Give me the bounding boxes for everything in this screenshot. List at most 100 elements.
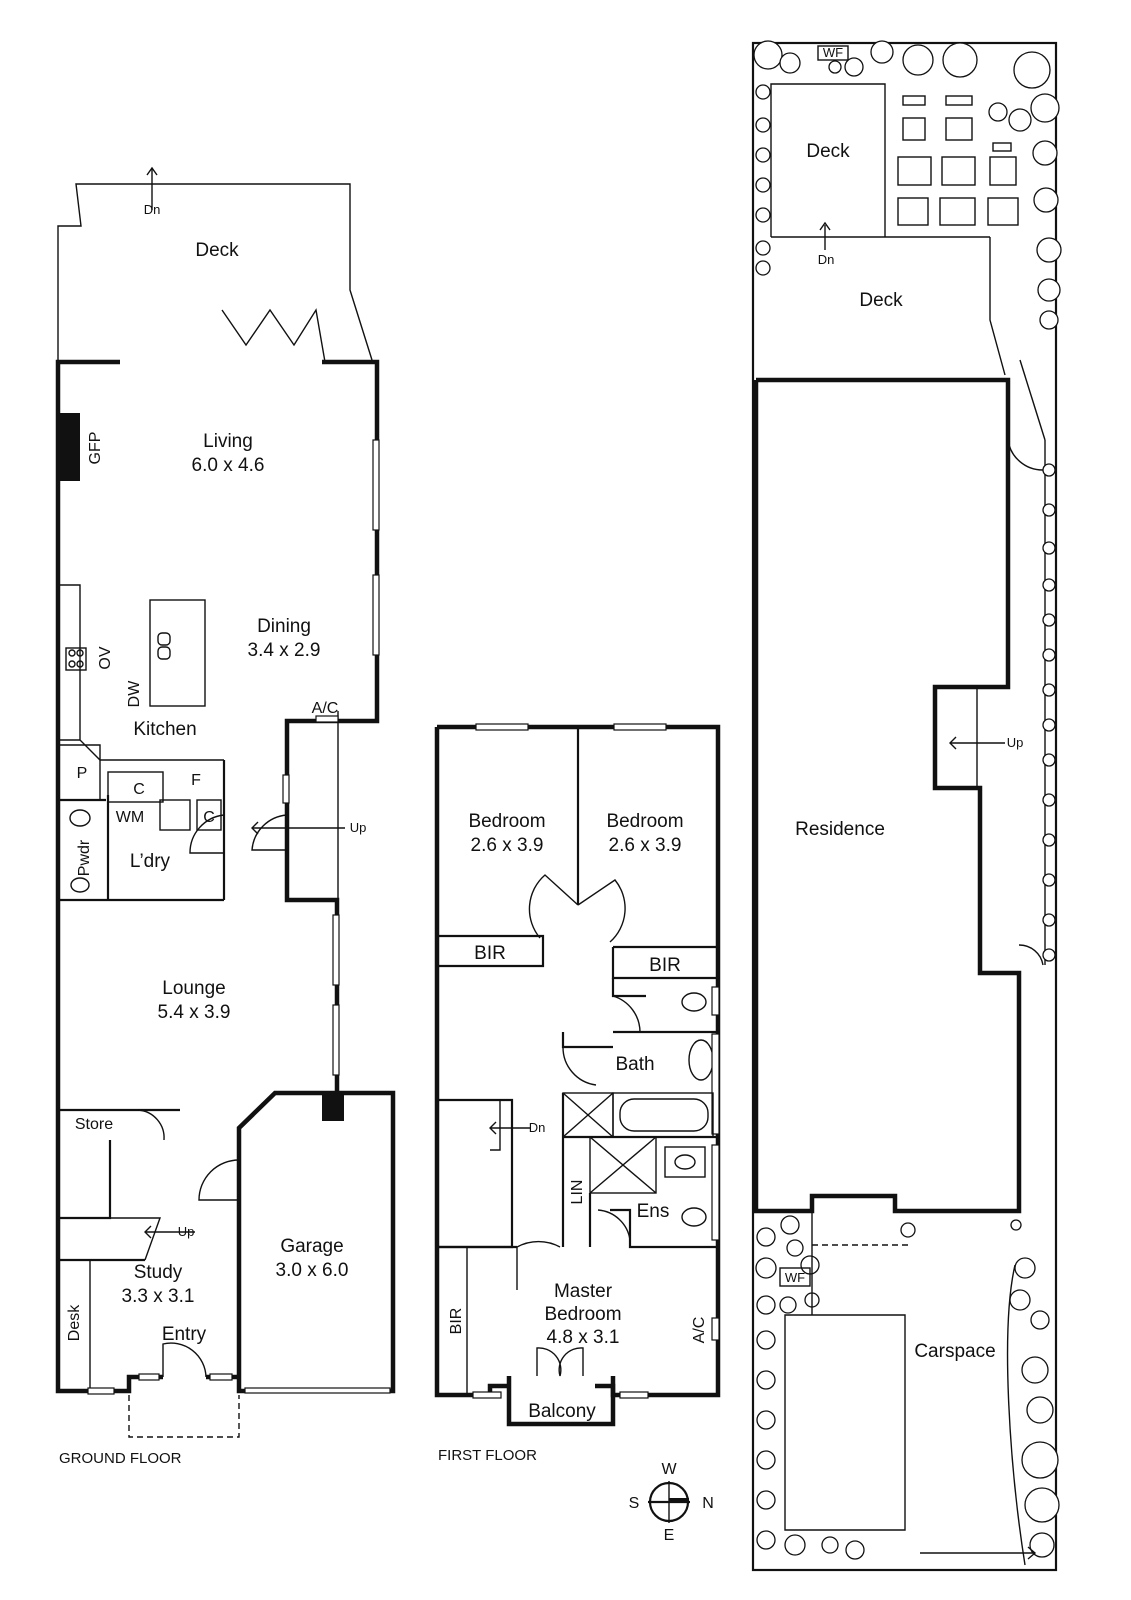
basin-bowl <box>674 1154 696 1170</box>
window <box>472 1391 502 1399</box>
sink-icon <box>157 646 171 660</box>
linen-label: LIN <box>569 1180 586 1205</box>
deck-label: Deck <box>806 141 850 162</box>
cooktop-icon <box>65 647 87 671</box>
stairs <box>110 1217 161 1261</box>
store-label: Store <box>75 1116 113 1133</box>
site-plan: WF Deck Dn Deck Up Residence WF Carspace <box>751 40 1062 1572</box>
planter <box>939 197 976 226</box>
lower-deck <box>989 237 1006 376</box>
window <box>711 986 720 1016</box>
cupboard-label: C <box>203 809 215 826</box>
dn-label: Dn <box>818 252 835 267</box>
door-swing <box>597 1209 631 1241</box>
ground-floor-caption: GROUND FLOOR <box>59 1450 182 1467</box>
window <box>332 914 340 986</box>
wf-label: WF <box>823 45 843 60</box>
lounge-size: 5.4 x 3.9 <box>158 1002 231 1023</box>
deck-label: Deck <box>195 240 239 261</box>
planter <box>992 142 1012 152</box>
first-floor-walls <box>437 724 721 1398</box>
door-swing <box>577 879 626 943</box>
gas-fireplace <box>60 413 80 481</box>
door-swing <box>1018 944 1044 966</box>
door-swing <box>137 1109 165 1141</box>
wf-label: WF <box>785 1270 805 1285</box>
deck-label: Deck <box>859 290 903 311</box>
entry-label: Entry <box>162 1324 207 1345</box>
bedroom-size: 2.6 x 3.9 <box>471 835 544 856</box>
living-size: 6.0 x 4.6 <box>192 455 265 476</box>
ground-floor-walls <box>55 359 163 1394</box>
garage-size: 3.0 x 6.0 <box>276 1260 349 1281</box>
wm-label: WM <box>116 809 144 826</box>
laundry-label: L’dry <box>130 851 171 872</box>
first-floor-caption: FIRST FLOOR <box>438 1447 537 1464</box>
upper-deck <box>770 83 886 237</box>
window <box>87 1387 115 1395</box>
wc-wall <box>611 978 646 998</box>
bedroom-label: Bedroom <box>606 811 683 832</box>
kitchen-label: Kitchen <box>133 719 196 740</box>
bath-label: Bath <box>615 1054 654 1075</box>
deck-outline <box>57 183 373 361</box>
arrow-icon <box>1027 1546 1037 1560</box>
living-label: Living <box>203 431 253 452</box>
cupboard-label: C <box>133 781 145 798</box>
car-bay <box>784 1314 906 1531</box>
shower-icon <box>589 1136 657 1194</box>
planter <box>945 95 973 106</box>
ground-floor-plan: Deck Dn GFP Living 6.0 x 4.6 Dining 3.4 … <box>55 166 396 1467</box>
toilet-icon <box>70 877 90 893</box>
bir-label: BIR <box>474 943 506 964</box>
burner-icon <box>76 649 84 657</box>
basin-icon <box>664 1146 706 1178</box>
door-swing <box>198 1159 240 1201</box>
garden-edge <box>1006 1264 1026 1566</box>
ensuite-label: Ens <box>637 1201 670 1222</box>
carspace-label: Carspace <box>914 1341 995 1362</box>
bifold-doors <box>221 308 326 363</box>
balcony-wall <box>506 1376 616 1427</box>
pantry-label: P <box>77 765 88 782</box>
compass-e: E <box>664 1527 675 1544</box>
ground-wall-east-upper <box>284 359 380 1093</box>
fridge-label: F <box>191 772 201 789</box>
dn-label: Dn <box>144 202 161 217</box>
ac-label: A/C <box>691 1317 708 1344</box>
door-swing <box>189 814 225 854</box>
bir-label: BIR <box>649 955 681 976</box>
up-label: Up <box>178 1224 195 1239</box>
dining-label: Dining <box>257 616 311 637</box>
ground-wall-entry <box>206 1090 396 1394</box>
compass-w: W <box>661 1461 677 1478</box>
arrow-icon <box>251 821 259 835</box>
study-size: 3.3 x 3.1 <box>122 1286 195 1307</box>
oven-label: OV <box>97 646 114 669</box>
arrow-icon <box>489 1121 497 1135</box>
compass-needle <box>669 1498 689 1502</box>
kitchen-island <box>149 599 206 707</box>
basin-icon <box>688 1039 714 1081</box>
burner-icon <box>76 660 84 668</box>
gfp-label: GFP <box>87 432 104 465</box>
window <box>372 439 380 531</box>
stairs <box>480 1099 501 1151</box>
master-label: Master <box>554 1281 613 1302</box>
sink-icon <box>157 632 171 646</box>
compass-s: S <box>629 1495 640 1512</box>
up-label: Up <box>350 820 367 835</box>
window <box>332 1004 340 1076</box>
burner-icon <box>68 660 76 668</box>
planter <box>897 197 929 226</box>
master-label-2: Bedroom <box>544 1304 621 1325</box>
door-swing <box>1007 439 1044 471</box>
desk-label: Desk <box>66 1304 83 1341</box>
shower-cross <box>562 1092 614 1138</box>
pantry <box>60 744 101 800</box>
cupboard <box>107 771 164 803</box>
residence-label: Residence <box>795 819 885 840</box>
dishwasher-label: DW <box>126 680 143 708</box>
arrow-icon <box>819 221 831 231</box>
